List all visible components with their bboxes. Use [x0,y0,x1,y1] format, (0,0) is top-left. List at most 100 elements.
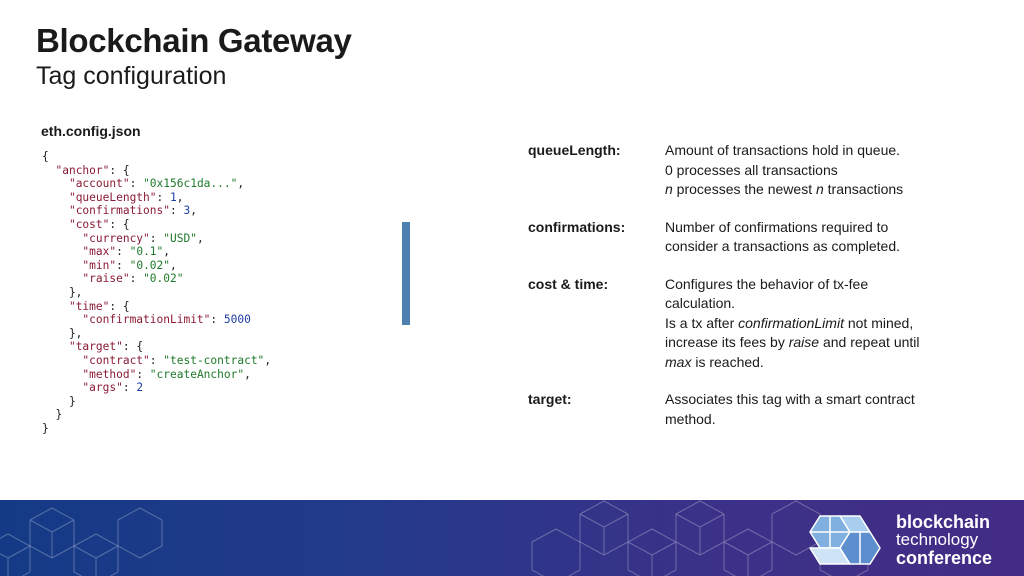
code-token: { [42,150,49,163]
hexagon-logo-icon [809,515,881,565]
code-token [42,313,82,326]
definition-line: calculation. [665,294,968,314]
code-token: : [149,353,164,367]
definition-text: processes the newest [672,181,816,197]
code-token [42,164,55,177]
definition-line: Is a tx after confirmationLimit not mine… [665,314,968,334]
page-title: Blockchain Gateway [36,22,352,59]
definition-description: Associates this tag with a smart contrac… [665,390,968,429]
footer-band: blockchain technology conference [0,500,1024,576]
code-token: "max" [82,245,117,259]
code-token: : { [109,217,130,231]
code-token: : [129,177,144,191]
accent-bar [402,222,410,325]
definition-emphasis: n [665,181,673,197]
code-token: "queueLength" [68,190,157,204]
code-token [42,204,69,217]
code-token: 3 [183,204,191,218]
definition-emphasis: n [815,181,824,197]
code-token: "account" [68,177,130,191]
code-block: { "anchor": { "account": "0x156c1da...",… [42,150,271,435]
definition-line: Associates this tag with a smart contrac… [665,390,968,410]
code-token: , [163,245,171,259]
definition-text: 0 processes all transactions [665,161,838,178]
code-token: , [237,177,245,191]
code-token: : [122,381,137,395]
code-token: }, [42,285,83,299]
definition-text: not mined, [843,314,914,331]
code-token: "min" [82,258,117,272]
code-token: "cost" [68,217,110,231]
code-token: : [129,272,144,286]
code-token: "args" [82,381,123,395]
code-token [42,300,69,313]
definition-line: consider a transactions as completed. [665,237,968,257]
code-token: } [42,394,76,408]
definition-text: Number of confirmations required to [665,218,889,235]
code-token [42,259,82,272]
code-token: "method" [82,367,137,381]
code-token: "0.02" [129,258,171,272]
code-token: : { [109,299,130,313]
code-token: "time" [68,299,110,313]
code-token: "anchor" [55,163,110,177]
code-token: , [170,258,177,272]
definition-line: Configures the behavior of tx-fee [665,275,968,295]
definition-item: confirmations: Number of confirmations re… [528,218,968,257]
definition-text: calculation. [665,295,736,311]
definition-emphasis: confirmationLimit [738,314,844,331]
definition-term: target: [528,391,572,407]
conference-logo: blockchain technology conference [806,513,992,567]
code-token: "confirmationLimit" [82,313,211,327]
definition-text: increase its fees by [665,334,789,350]
code-token: "0.1" [129,245,164,259]
code-token: : { [122,340,144,354]
definition-text: and repeat until [819,334,920,350]
code-token [42,340,69,353]
definition-line: max is reached. [665,353,968,373]
definition-emphasis: raise [788,334,820,350]
code-file-label: eth.config.json [41,123,141,139]
logo-line-3: conference [895,548,992,568]
definition-text: method. [665,410,716,427]
definition-item: cost & time: Configures the behavior of t… [528,275,968,373]
logo-line-2: technology [895,530,979,549]
definition-list: queueLength:Amount of transactions hold … [528,141,968,447]
code-token: 1 [170,190,177,204]
code-token: "target" [68,340,123,354]
code-token: 5000 [223,313,251,327]
definition-line: Amount of transactions hold in queue. [665,141,968,161]
code-token: : [156,190,170,204]
definition-line: Number of confirmations required to [665,218,968,238]
code-token [42,245,82,258]
code-token: : { [109,163,130,177]
definition-emphasis: max [665,353,692,370]
definition-line: increase its fees by raise and repeat un… [665,333,968,353]
code-token: , [196,231,204,245]
code-token: "createAnchor" [149,367,245,381]
definition-term: confirmations: [528,218,626,235]
code-token: } [42,421,49,435]
code-token [42,218,69,231]
definition-text: Associates this tag with a smart contrac… [665,391,915,407]
code-token: , [244,367,251,381]
code-token: 2 [136,381,144,395]
code-token: "confirmations" [68,204,170,218]
code-token: : [116,258,130,272]
code-token: "raise" [82,272,130,286]
code-token: "currency" [82,231,150,245]
definition-text: consider a transactions as completed. [665,238,901,254]
definition-term: cost & time: [528,275,609,292]
code-token: }, [42,326,83,340]
definition-text: Amount of transactions hold in queue. [665,142,901,158]
code-token: "0x156c1da..." [143,177,238,191]
definition-description: Amount of transactions hold in queue. 0 p… [665,141,968,200]
definition-line: method. [665,410,968,430]
code-token: : [149,231,164,245]
code-token: , [264,353,272,367]
definition-text: is reached. [691,353,764,370]
code-token: } [42,408,63,422]
definition-description: Number of confirmations required to consi… [665,218,968,257]
definition-item: target: Associates this tag with a smart … [528,390,968,429]
